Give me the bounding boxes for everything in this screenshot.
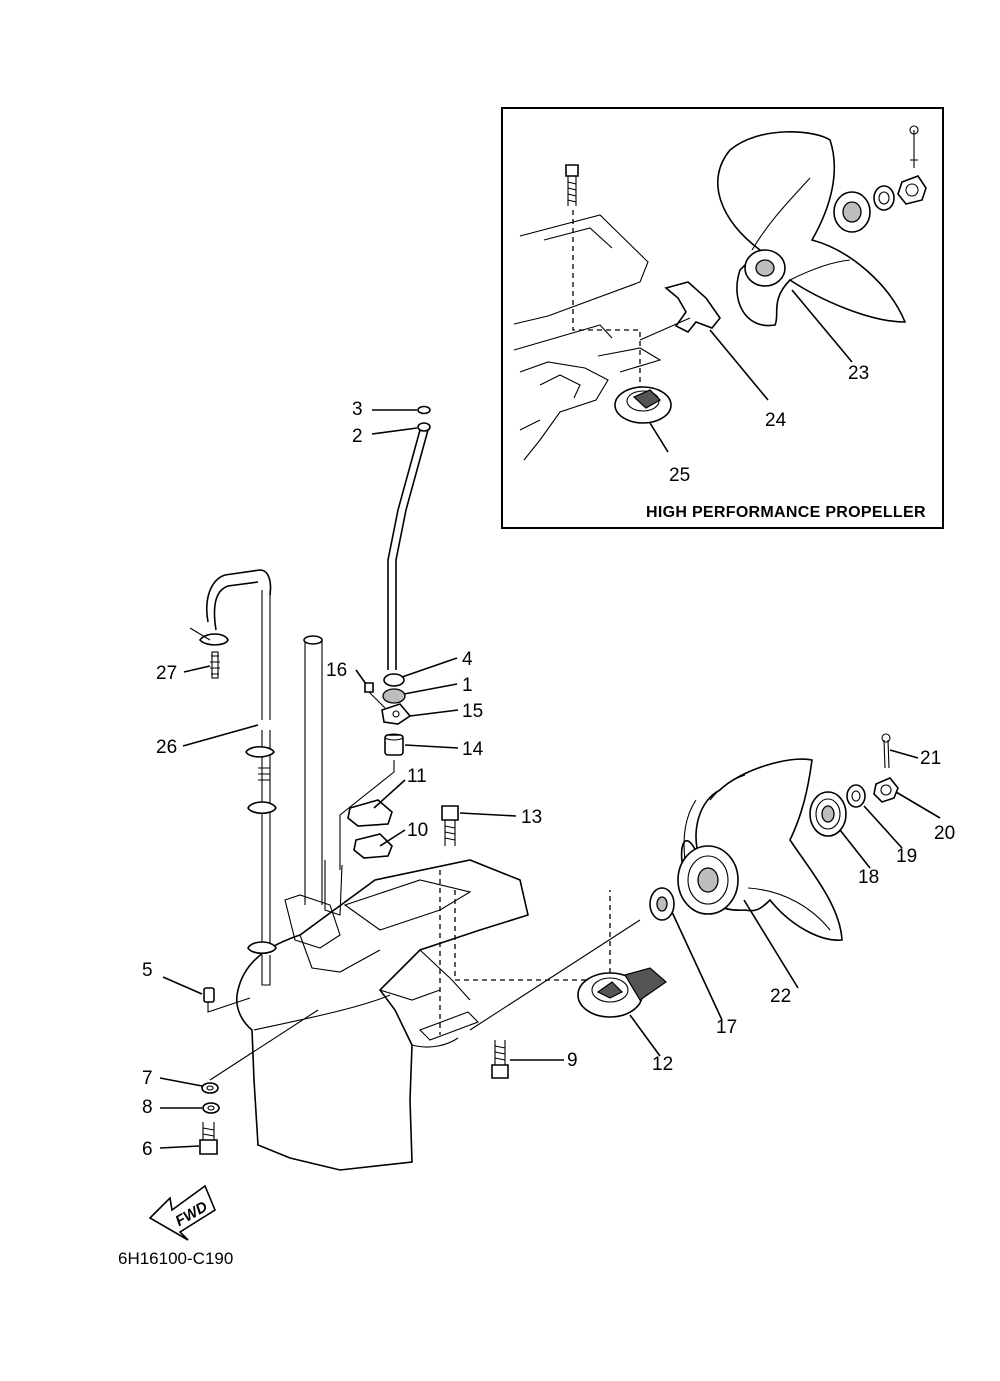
callout-7: 7 <box>142 1068 153 1089</box>
diagram-code: 6H16100-C190 <box>118 1249 233 1268</box>
callout-15: 15 <box>462 701 483 722</box>
trim-tab-anode <box>469 919 667 1031</box>
callout-14: 14 <box>462 739 484 760</box>
callout-3: 3 <box>352 399 363 420</box>
callout-numbers: 1 2 3 4 5 6 7 8 9 10 11 12 13 14 15 16 1… <box>142 363 955 1160</box>
callout-11: 11 <box>407 766 427 787</box>
inset-spacer <box>639 281 769 401</box>
callout-8: 8 <box>142 1097 153 1118</box>
callout-10: 10 <box>407 820 428 841</box>
leader-lines <box>159 409 941 1149</box>
callout-21: 21 <box>920 748 941 769</box>
shift-rod-assembly <box>339 405 431 870</box>
callout-4: 4 <box>462 649 473 670</box>
callout-22: 22 <box>770 986 791 1007</box>
fasteners <box>199 805 509 1155</box>
callout-13: 13 <box>521 807 542 828</box>
water-inlet-rubbers <box>347 799 393 859</box>
propeller-assembly <box>649 733 899 941</box>
inset-anode-bolt <box>565 164 579 206</box>
inset-trim-tab-anode <box>614 386 672 453</box>
callout-24: 24 <box>765 410 787 431</box>
inset-title: HIGH PERFORMANCE PROPELLER <box>646 504 926 521</box>
inset-frame <box>501 107 944 529</box>
callout-2: 2 <box>352 426 363 447</box>
callout-6: 6 <box>142 1139 153 1160</box>
callout-20: 20 <box>934 823 955 844</box>
callout-5: 5 <box>142 960 153 981</box>
callout-25: 25 <box>669 465 690 486</box>
callout-23: 23 <box>848 363 869 384</box>
callout-18: 18 <box>858 867 879 888</box>
inset-propeller <box>716 131 907 363</box>
callout-1: 1 <box>462 675 473 696</box>
callout-16: 16 <box>326 660 347 681</box>
callout-9: 9 <box>567 1050 578 1071</box>
callout-12: 12 <box>652 1054 673 1075</box>
high-performance-propeller-inset <box>501 107 944 529</box>
callout-17: 17 <box>716 1017 737 1038</box>
fwd-direction-arrow: FWD <box>148 1184 216 1241</box>
inset-gearcase <box>513 210 662 461</box>
callout-26: 26 <box>156 737 177 758</box>
lower-case-assembly <box>206 569 611 1171</box>
callout-19: 19 <box>896 846 917 867</box>
water-hose-assembly <box>189 627 277 986</box>
inset-hardware <box>833 125 927 233</box>
callout-27: 27 <box>156 663 177 684</box>
